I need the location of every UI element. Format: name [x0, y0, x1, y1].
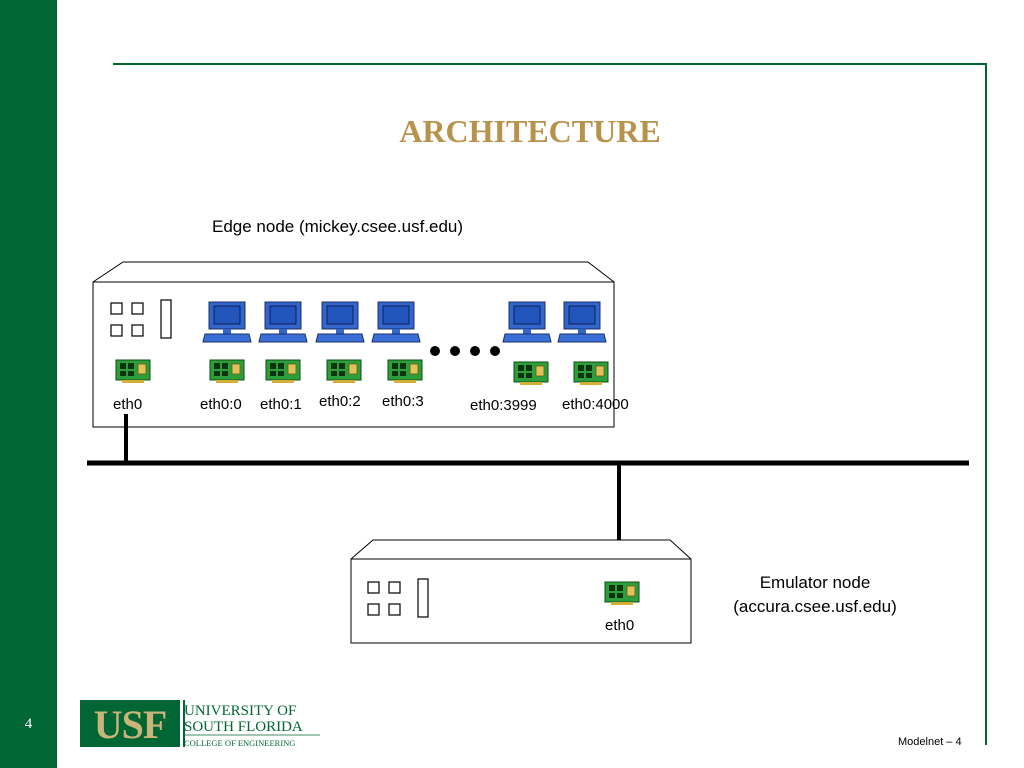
- virtual-interface-label: eth0:0: [200, 396, 242, 413]
- footer-text: Modelnet – 4: [898, 736, 962, 748]
- virtual-interface-label: eth0:3: [382, 393, 424, 410]
- computer-icon: [502, 301, 552, 343]
- emulator-node-title-line2: (accura.csee.usf.edu): [733, 597, 897, 616]
- virtual-interface-label: eth0:3999: [470, 397, 537, 414]
- network-card-icon: [326, 359, 362, 384]
- virtual-interface-label: eth0:1: [260, 396, 302, 413]
- network-card-icon: [513, 361, 549, 386]
- network-card-icon: [573, 361, 609, 386]
- computer-icon: [258, 301, 308, 343]
- computer-icon: [315, 301, 365, 343]
- frame-right-rule: [985, 63, 987, 745]
- usf-logo: USF UNIVERSITY OF SOUTH FLORIDA COLLEGE …: [80, 700, 325, 753]
- page-number: 4: [24, 716, 33, 732]
- left-sidebar-bar: [0, 0, 57, 768]
- network-card-icon: [209, 359, 245, 384]
- network-card-icon: [265, 359, 301, 384]
- frame-top-rule: [113, 63, 987, 65]
- usf-logo-line2: SOUTH FLORIDA: [184, 719, 303, 735]
- emulator-node-title-line1: Emulator node: [759, 573, 871, 592]
- usf-logo-line3: COLLEGE OF ENGINEERING: [184, 738, 295, 748]
- computer-icon: [371, 301, 421, 343]
- emulator-node-box: [350, 539, 692, 644]
- computer-icon: [557, 301, 607, 343]
- virtual-interface-label: eth0:4000: [562, 396, 629, 413]
- emulator-eth0-label: eth0: [605, 617, 635, 634]
- edge-eth0-label: eth0: [113, 396, 143, 413]
- network-card-icon: [387, 359, 423, 384]
- ellipsis-dots: [430, 346, 500, 356]
- usf-logo-line1: UNIVERSITY OF: [184, 703, 296, 719]
- usf-logo-mark: USF: [94, 702, 167, 747]
- virtual-interface-label: eth0:2: [319, 393, 361, 410]
- emulator-node-title: Emulator node (accura.csee.usf.edu): [700, 571, 930, 619]
- network-card-icon: [604, 581, 640, 606]
- usf-logo-graphic: USF UNIVERSITY OF SOUTH FLORIDA COLLEGE …: [80, 700, 320, 748]
- network-card-icon: [115, 359, 151, 384]
- slide-title: ARCHITECTURE: [399, 113, 661, 149]
- computer-icon: [202, 301, 252, 343]
- edge-node-title: Edge node (mickey.csee.usf.edu): [212, 217, 464, 236]
